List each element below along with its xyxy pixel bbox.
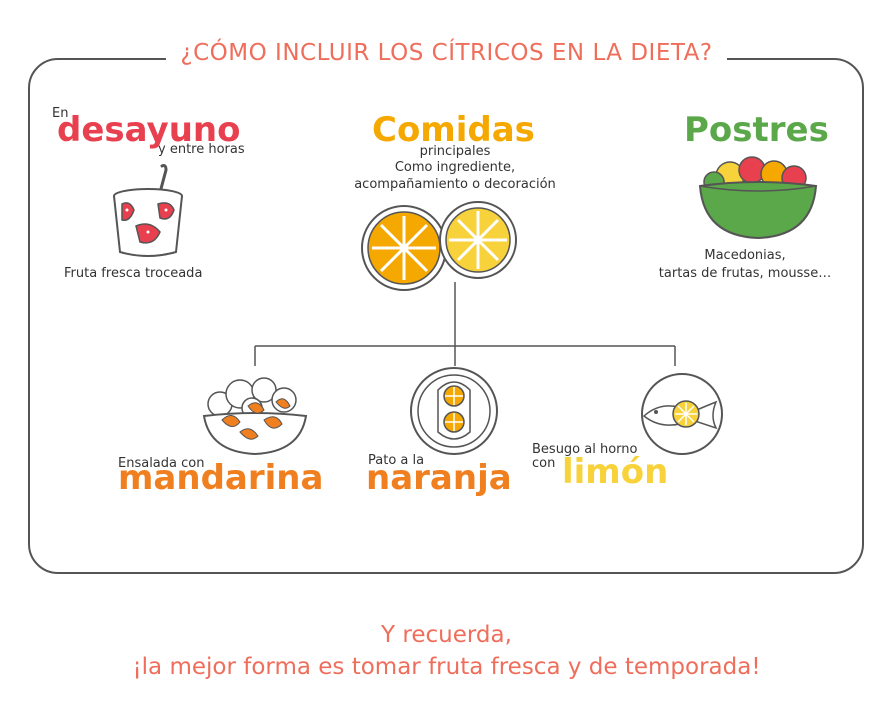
comidas-line-1: principales bbox=[419, 144, 491, 159]
yogurt-cup-icon bbox=[113, 164, 183, 257]
pato-heading: naranja bbox=[366, 458, 512, 498]
besugo-heading: limón bbox=[562, 452, 669, 492]
footer-line-2: ¡la mejor forma es tomar fruta fresca y … bbox=[132, 654, 761, 680]
desayuno-caption: Fruta fresca troceada bbox=[64, 266, 203, 281]
postres-line-1: Macedonias, bbox=[704, 248, 786, 263]
fruit-salad-bowl-icon bbox=[698, 156, 818, 240]
comidas-line-2: Como ingrediente, bbox=[394, 160, 516, 175]
fish-plate-icon bbox=[641, 373, 723, 455]
footer-line-1: Y recuerda, bbox=[381, 622, 512, 648]
orange-lemon-slices-icon bbox=[361, 201, 517, 291]
besugo-prefix-1: Besugo al horno bbox=[532, 442, 638, 457]
salad-bowl-icon bbox=[202, 377, 308, 456]
desayuno-suffix: y entre horas bbox=[158, 142, 245, 157]
desayuno-prefix: En bbox=[52, 106, 69, 121]
duck-plate-icon bbox=[410, 367, 498, 455]
comidas-heading: Comidas bbox=[372, 110, 535, 150]
page-title: ¿CÓMO INCLUIR LOS CÍTRICOS EN LA DIETA? bbox=[0, 40, 893, 66]
ensalada-heading: mandarina bbox=[118, 458, 324, 498]
desayuno-heading: desayuno bbox=[57, 110, 241, 150]
postres-heading: Postres bbox=[684, 110, 829, 150]
besugo-prefix-2: con bbox=[532, 456, 556, 471]
postres-line-2: tartas de frutas, mousse… bbox=[658, 266, 832, 281]
ensalada-prefix: Ensalada con bbox=[118, 456, 205, 471]
comidas-line-3: acompañamiento o decoración bbox=[354, 177, 556, 192]
pato-prefix: Pato a la bbox=[368, 453, 425, 468]
